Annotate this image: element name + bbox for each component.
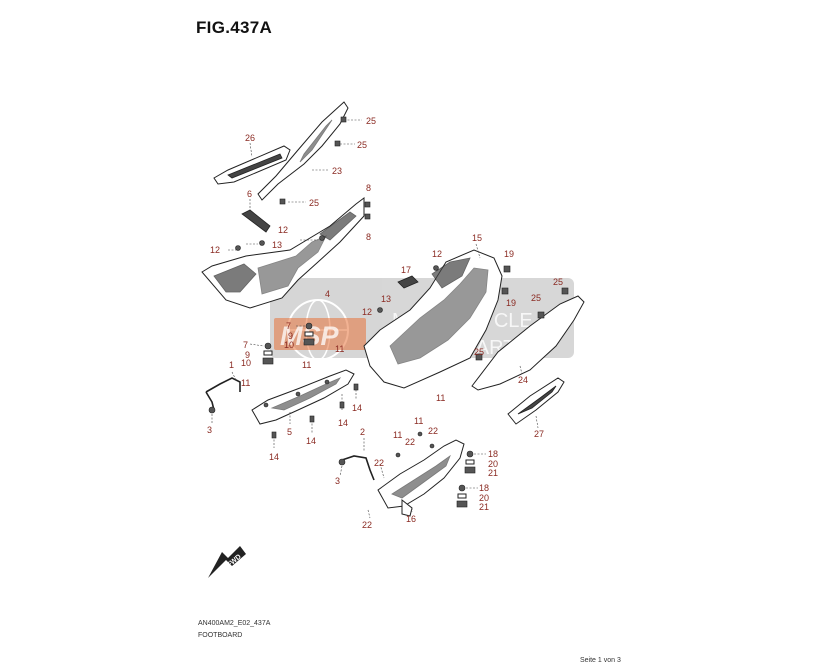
callout-27: 27 (534, 429, 544, 439)
callout-25: 25 (474, 347, 484, 357)
callout-14: 14 (338, 418, 348, 428)
part-6-bracket (241, 199, 271, 233)
callout-20: 20 (488, 459, 498, 469)
callout-19: 19 (506, 298, 516, 308)
callout-3: 3 (335, 476, 340, 486)
part-16-lower-bracket (367, 431, 465, 519)
callout-22: 22 (428, 426, 438, 436)
page-indicator: Seite 1 von 3 (580, 657, 621, 664)
callout-10: 10 (241, 358, 251, 368)
callout-25: 25 (366, 116, 376, 126)
part-24-side-cover (471, 287, 585, 391)
callout-20: 20 (479, 493, 489, 503)
part-5-lower-rail (251, 369, 359, 448)
callout-10: 10 (284, 340, 294, 350)
callout-14: 14 (269, 452, 279, 462)
callout-22: 22 (362, 520, 372, 530)
part-26-trim (213, 142, 291, 185)
callout-3: 3 (207, 425, 212, 435)
callout-2: 2 (360, 427, 365, 437)
callout-13: 13 (272, 240, 282, 250)
callout-25: 25 (357, 140, 367, 150)
part-2-wire-bracket (338, 438, 375, 481)
callout-7: 7 (286, 321, 291, 331)
part-4-left-frame (201, 197, 371, 309)
callout-17: 17 (401, 265, 411, 275)
callout-1: 1 (229, 360, 234, 370)
callout-22: 22 (374, 458, 384, 468)
callout-6: 6 (247, 189, 252, 199)
model-code: AN400AM2_E02_437A (198, 620, 271, 627)
figure-title: FIG.437A (196, 18, 273, 37)
callout-5: 5 (287, 427, 292, 437)
callout-11: 11 (436, 393, 445, 403)
callout-18: 18 (479, 483, 489, 493)
callout-23: 23 (332, 166, 342, 176)
callout-14: 14 (306, 436, 316, 446)
callout-22: 22 (405, 437, 415, 447)
section-name: FOOTBOARD (198, 632, 243, 639)
callout-14: 14 (352, 403, 362, 413)
callout-12: 12 (278, 225, 288, 235)
callout-18: 18 (488, 449, 498, 459)
hardware-stack-left (249, 322, 315, 365)
callout-12: 12 (210, 245, 220, 255)
part-1-wire-bracket (205, 371, 241, 424)
part-27-trim (507, 377, 565, 429)
fwd-arrow-icon: FWD (208, 546, 246, 578)
callout-19: 19 (504, 249, 514, 259)
callout-25: 25 (309, 198, 319, 208)
callout-25: 25 (553, 277, 563, 287)
callout-11: 11 (335, 344, 344, 354)
callout-11: 11 (302, 360, 311, 370)
callout-8: 8 (366, 232, 371, 242)
part-15-right-frame (363, 243, 511, 389)
callout-4: 4 (325, 289, 330, 299)
callout-8: 8 (366, 183, 371, 193)
callout-labels: 26 25 25 23 25 6 8 8 12 12 13 4 15 12 19… (207, 116, 563, 530)
callout-11: 11 (241, 378, 250, 388)
callout-16: 16 (406, 514, 416, 524)
hardware-stack-right (456, 450, 486, 508)
callout-21: 21 (488, 468, 498, 478)
callout-12: 12 (432, 249, 442, 259)
callout-7: 7 (243, 340, 248, 350)
callout-12: 12 (362, 307, 372, 317)
callout-11: 11 (414, 416, 423, 426)
callout-9: 9 (288, 331, 293, 341)
callout-15: 15 (472, 233, 482, 243)
part-17-clip (397, 275, 419, 289)
callout-26: 26 (245, 133, 255, 143)
callout-13: 13 (381, 294, 391, 304)
callout-11: 11 (393, 430, 402, 440)
part-23-side-cover (257, 101, 362, 205)
callout-24: 24 (518, 375, 528, 385)
callout-9: 9 (245, 350, 250, 360)
callout-21: 21 (479, 502, 489, 512)
callout-25: 25 (531, 293, 541, 303)
